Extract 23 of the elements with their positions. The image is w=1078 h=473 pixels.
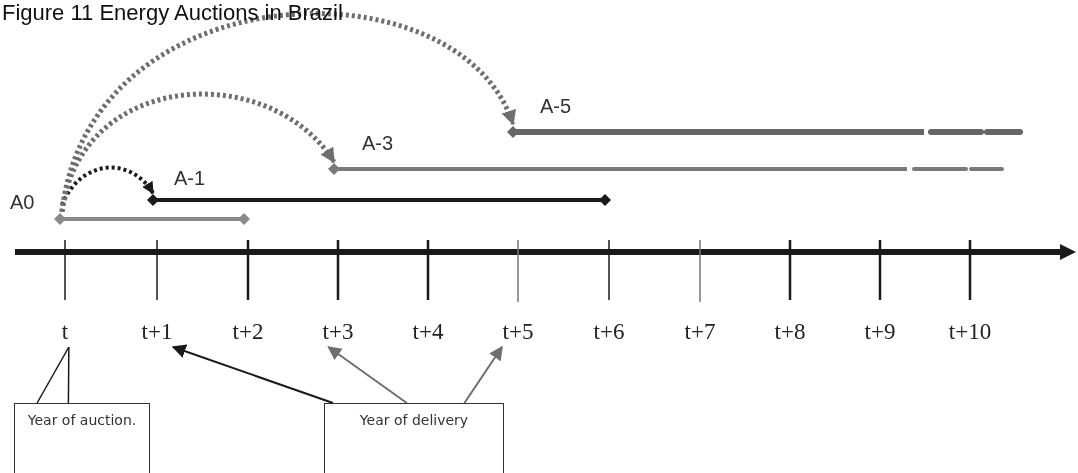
tick-label: t [33, 318, 97, 347]
auction-label: A-3 [334, 122, 412, 164]
tick-label: t+5 [486, 318, 550, 347]
tick-label: t+8 [758, 318, 822, 347]
tick-label: t+9 [848, 318, 912, 347]
tick-label: t+3 [306, 318, 370, 347]
arrow [327, 346, 408, 404]
tick-label: t+6 [577, 318, 641, 347]
arrow [463, 345, 503, 404]
figure-title: Figure 11 Energy Auctions in Brazil [2, 0, 343, 26]
auction-label: A0 [10, 188, 62, 216]
auction-label: A-5 [513, 86, 591, 126]
callout-box: Year of auction. [14, 403, 150, 473]
auction-label: A-1 [153, 160, 223, 196]
tick-label: t+2 [216, 318, 280, 347]
tick-label: t+1 [125, 318, 189, 347]
dotted-arrow [60, 165, 155, 206]
dotted-arrow [59, 11, 516, 213]
tick-label: t+7 [668, 318, 732, 347]
tick-label: t+10 [938, 318, 1002, 347]
text-box: Year of delivery [324, 403, 504, 473]
arrow [171, 344, 334, 404]
tick-label: t+4 [396, 318, 460, 347]
